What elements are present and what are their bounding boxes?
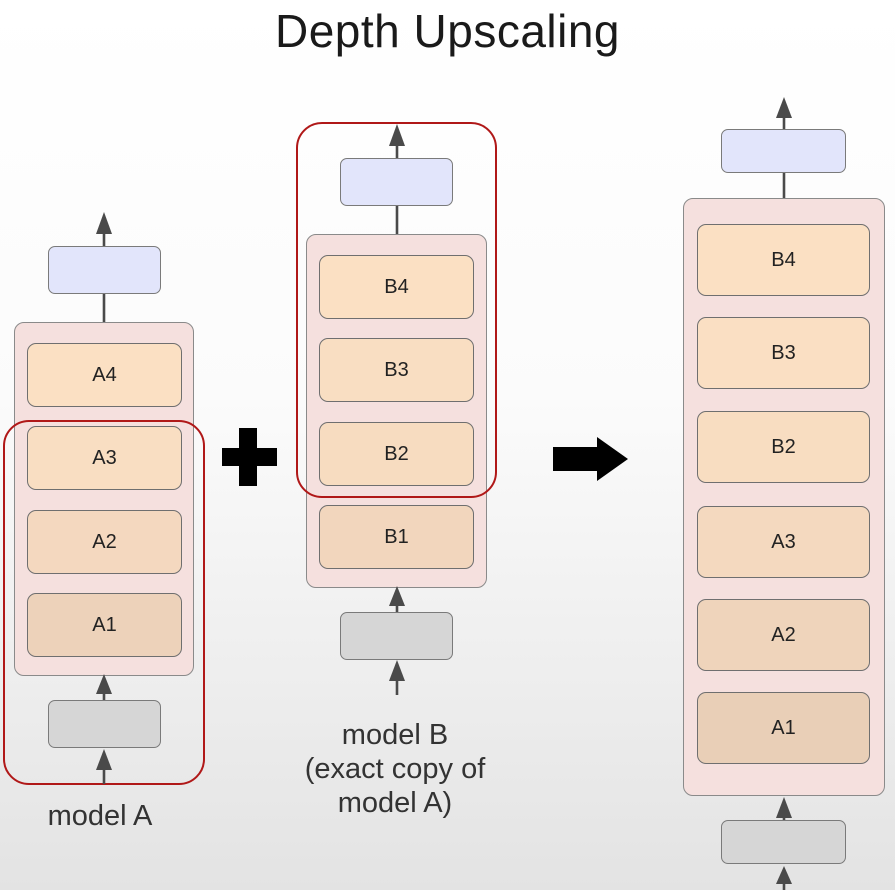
model-a-layer-a1: A1 [27,593,182,657]
model-b-layer-b3: B3 [319,338,474,402]
model-b-caption: model B (exact copy of model A) [270,718,520,820]
result-layer-b4: B4 [697,224,870,296]
model-b-output-block [340,158,453,206]
result-layer-a3: A3 [697,506,870,578]
model-a-layer-a2: A2 [27,510,182,574]
model-b-layer-b1: B1 [319,505,474,569]
model-b-caption-line3: model A) [337,787,453,819]
result-output-block [721,129,846,173]
model-a-output-block [48,246,161,294]
diagram-title: Depth Upscaling [274,5,621,57]
result-input-arrow-icon [776,797,792,820]
model-b-input-block [340,612,453,660]
model-a-bottom-arrow-icon [96,749,112,784]
model-a-input-arrow-icon [96,674,112,700]
result-bottom-arrow-icon [776,866,792,890]
model-a-layer-a3: A3 [27,426,182,490]
model-a-layer-a4: A4 [27,343,182,407]
model-b-caption-line1: model B [341,719,449,751]
model-a-input-block [48,700,161,748]
result-top-arrow-icon [776,97,792,129]
plus-icon [222,428,277,486]
result-input-block [721,820,846,864]
model-b-layer-b2: B2 [319,422,474,486]
model-b-bottom-arrow-icon [389,660,405,695]
right-arrow-icon [553,437,628,481]
model-b-selection-highlight [296,122,497,498]
model-a-caption: model A [47,800,153,832]
result-layer-b3: B3 [697,317,870,389]
result-layer-b2: B2 [697,411,870,483]
model-b-caption-line2: (exact copy of [304,753,486,785]
model-b-top-arrow-icon [389,124,405,158]
model-a-top-arrow-icon [96,212,112,246]
model-b-layer-b4: B4 [319,255,474,319]
result-layer-a2: A2 [697,599,870,671]
result-layer-a1: A1 [697,692,870,764]
model-b-input-arrow-icon [389,586,405,612]
